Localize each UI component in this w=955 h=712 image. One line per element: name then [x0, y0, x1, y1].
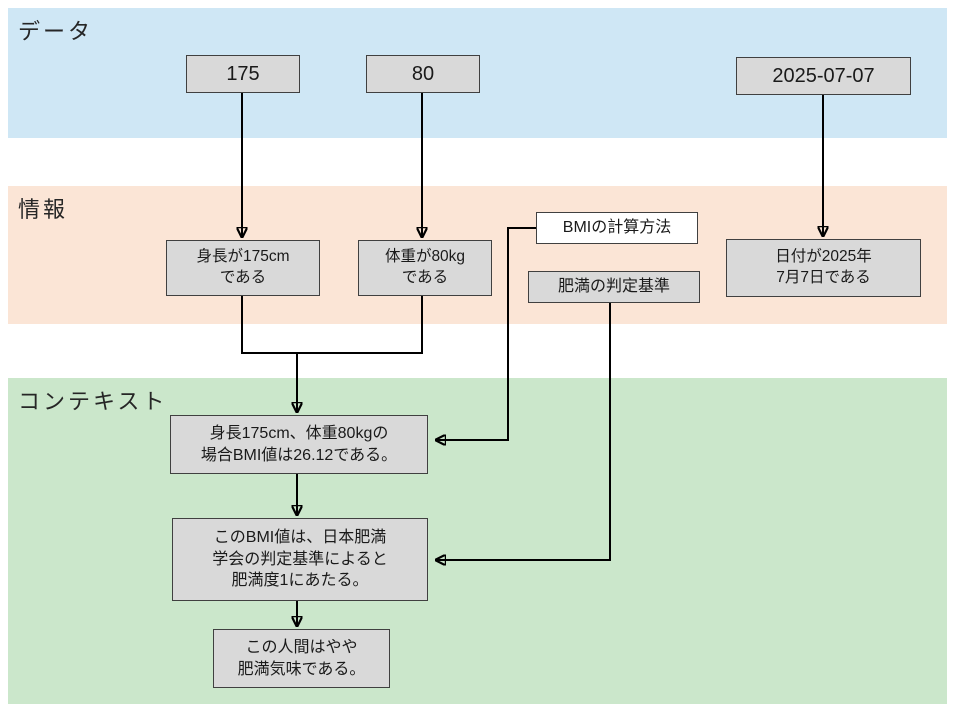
line: である	[219, 269, 267, 286]
line: 身長が175cm	[196, 248, 290, 266]
node-height-value: 175	[186, 55, 300, 93]
node-date-info: 日付が2025年 7月7日である	[726, 239, 921, 297]
band-context: コンテキスト	[8, 378, 947, 704]
band-data-label: データ	[18, 19, 94, 44]
line: 学会の判定基準によると	[212, 550, 388, 568]
node-bmi-method-text: BMIの計算方法	[562, 219, 672, 237]
line: 体重が80kg	[384, 248, 466, 266]
band-context-label: コンテキスト	[18, 389, 168, 414]
node-height-value-text: 175	[226, 62, 260, 85]
line: である	[401, 269, 449, 286]
line: 肥満度1にあたる。	[231, 572, 369, 590]
line: この人間はやや	[245, 638, 358, 656]
band-info-label: 情報	[18, 197, 69, 222]
node-obesity-criteria-text: 肥満の判定基準	[557, 278, 670, 296]
node-bmi-method: BMIの計算方法	[536, 212, 698, 244]
line: 場合BMI値は26.12である。	[200, 446, 398, 464]
node-date-value: 2025-07-07	[736, 57, 911, 95]
node-weight-value-text: 80	[411, 62, 435, 85]
node-bmi-result: 身長175cm、体重80kgの 場合BMI値は26.12である。	[170, 415, 428, 474]
line: 肥満気味である。	[237, 660, 366, 678]
node-judgement: このBMI値は、日本肥満 学会の判定基準によると 肥満度1にあたる。	[172, 518, 428, 601]
node-date-value-text: 2025-07-07	[772, 64, 875, 87]
node-weight-info: 体重が80kg である	[358, 240, 492, 296]
node-height-info: 身長が175cm である	[166, 240, 320, 296]
line: このBMI値は、日本肥満	[213, 529, 387, 547]
node-obesity-criteria: 肥満の判定基準	[528, 271, 700, 303]
line: 7月7日である	[776, 269, 871, 286]
node-conclusion: この人間はやや 肥満気味である。	[213, 629, 390, 688]
line: 身長175cm、体重80kgの	[209, 424, 389, 442]
line: 日付が2025年	[775, 248, 872, 266]
node-weight-value: 80	[366, 55, 480, 93]
